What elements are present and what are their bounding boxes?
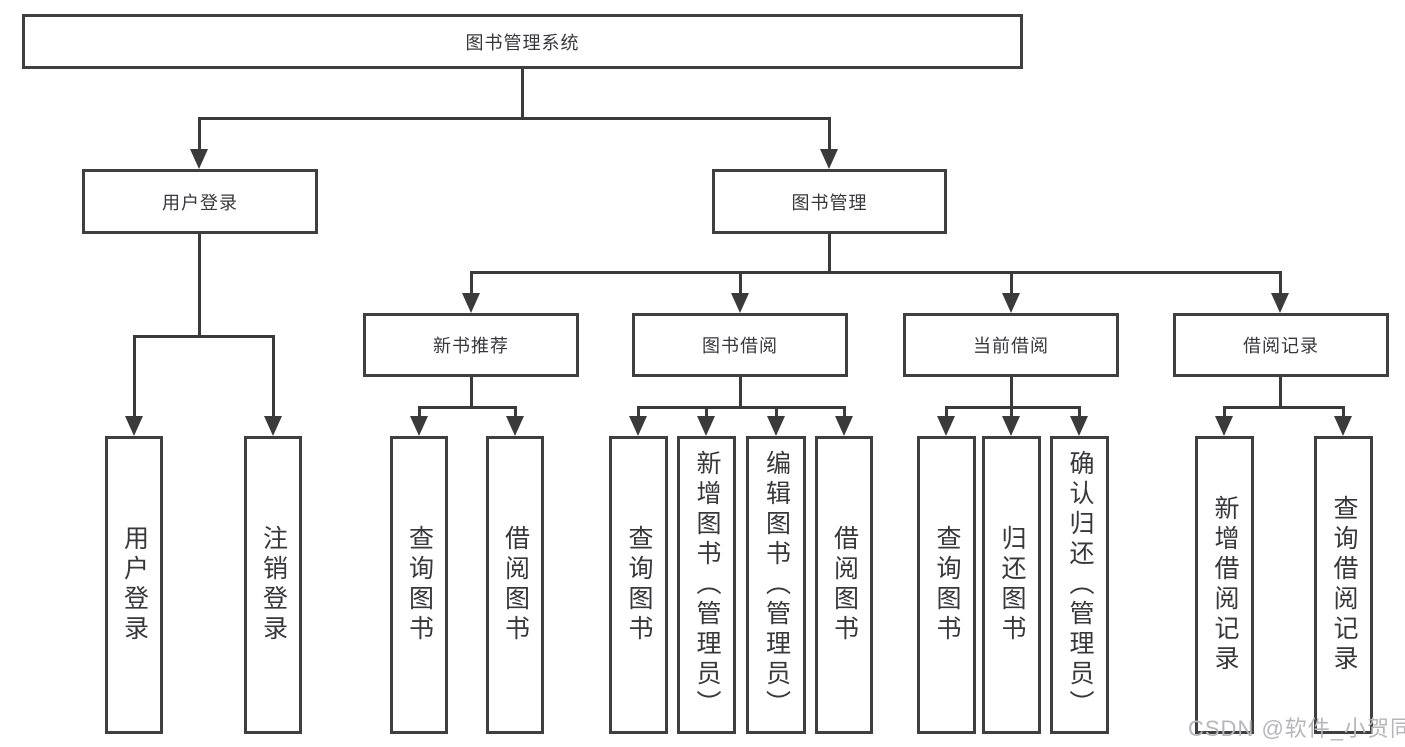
- arrowhead-down-icon: [820, 149, 838, 169]
- node-label: 图书管理: [791, 192, 868, 213]
- arrowhead-down-icon: [462, 293, 480, 313]
- node-label: 新书推荐: [433, 336, 509, 356]
- leaf-label: 查询图书: [625, 525, 653, 645]
- connector-line: [945, 406, 1081, 409]
- arrowhead-down-icon: [1334, 416, 1352, 436]
- connector-line: [514, 406, 517, 422]
- leaf-return-book: 归还图书: [982, 436, 1041, 734]
- connector-line: [198, 234, 201, 338]
- connector-line: [828, 117, 831, 155]
- leaf-label: 借阅图书: [830, 525, 859, 645]
- connector-line: [1010, 406, 1013, 422]
- leaf-label: 查询借阅记录: [1330, 495, 1358, 675]
- connector-line: [843, 406, 846, 422]
- connector-line: [705, 406, 708, 422]
- leaf-query-book-recommend: 查询图书: [390, 436, 448, 734]
- arrowhead-down-icon: [506, 416, 524, 436]
- leaf-label: 查询图书: [933, 525, 961, 645]
- connector-line: [1223, 406, 1226, 422]
- arrowhead-down-icon: [1070, 416, 1088, 436]
- node-borrowing-records: 借阅记录: [1173, 313, 1389, 377]
- leaf-query-borrow-record: 查询借阅记录: [1314, 436, 1373, 734]
- connector-line: [739, 271, 742, 299]
- arrowhead-down-icon: [1002, 416, 1020, 436]
- connector-line: [418, 406, 421, 422]
- connector-line: [637, 406, 846, 409]
- connector-line: [470, 377, 473, 409]
- leaf-label: 查询图书: [405, 525, 434, 645]
- arrowhead-down-icon: [835, 416, 853, 436]
- connector-line: [470, 271, 473, 299]
- node-library-management-system: 图书管理系统: [22, 14, 1023, 69]
- leaf-label: 确认归还（管理员）: [1066, 450, 1094, 720]
- leaf-logout: 注销登录: [244, 436, 302, 734]
- leaf-edit-book-admin: 编辑图书（管理员）: [746, 436, 806, 734]
- arrowhead-down-icon: [731, 293, 749, 313]
- leaf-add-book-admin: 新增图书（管理员）: [677, 436, 736, 734]
- leaf-label: 借阅图书: [501, 525, 530, 645]
- leaf-user-login: 用户登录: [105, 436, 163, 734]
- leaf-label: 编辑图书（管理员）: [762, 450, 791, 720]
- connector-line: [198, 117, 201, 155]
- connector-line: [1279, 271, 1282, 299]
- leaf-borrow-book: 借阅图书: [815, 436, 873, 734]
- connector-line: [1010, 377, 1013, 409]
- connector-line: [133, 335, 136, 422]
- arrowhead-down-icon: [937, 416, 955, 436]
- node-book-management: 图书管理: [712, 169, 947, 234]
- connector-line: [1078, 406, 1081, 422]
- leaf-label: 新增图书（管理员）: [693, 450, 721, 720]
- connector-line: [272, 335, 275, 422]
- arrowhead-down-icon: [629, 416, 647, 436]
- connector-line: [637, 406, 640, 422]
- connector-line: [418, 406, 517, 409]
- connector-line: [1223, 406, 1344, 409]
- connector-line: [828, 234, 831, 274]
- connector-line: [198, 117, 831, 120]
- arrowhead-down-icon: [264, 416, 282, 436]
- arrowhead-down-icon: [1215, 416, 1233, 436]
- node-current-borrowing: 当前借阅: [903, 313, 1119, 377]
- arrowhead-down-icon: [125, 416, 143, 436]
- connector-line: [470, 271, 1282, 274]
- arrowhead-down-icon: [190, 149, 208, 169]
- node-label: 图书借阅: [702, 336, 778, 356]
- leaf-label: 新增借阅记录: [1211, 495, 1239, 675]
- leaf-label: 用户登录: [120, 525, 149, 645]
- leaf-query-book-current: 查询图书: [917, 436, 976, 734]
- leaf-label: 归还图书: [998, 525, 1026, 645]
- connector-line: [739, 377, 742, 409]
- arrowhead-down-icon: [697, 416, 715, 436]
- leaf-confirm-return-admin: 确认归还（管理员）: [1050, 436, 1109, 734]
- leaf-add-borrow-record: 新增借阅记录: [1195, 436, 1254, 734]
- connector-line: [1010, 271, 1013, 299]
- connector-line: [775, 406, 778, 422]
- leaf-label: 注销登录: [259, 525, 288, 645]
- connector-line: [521, 69, 524, 118]
- connector-line: [1342, 406, 1345, 422]
- connector-line: [1279, 377, 1282, 409]
- node-label: 借阅记录: [1243, 336, 1319, 356]
- node-user-login: 用户登录: [82, 169, 318, 234]
- connector-line: [133, 335, 274, 338]
- node-label: 图书管理系统: [465, 32, 580, 53]
- arrowhead-down-icon: [767, 416, 785, 436]
- arrowhead-down-icon: [1002, 293, 1020, 313]
- node-label: 用户登录: [162, 192, 238, 213]
- connector-line: [945, 406, 948, 422]
- node-label: 当前借阅: [973, 336, 1049, 356]
- arrowhead-down-icon: [1271, 293, 1289, 313]
- leaf-query-book-borrowing: 查询图书: [609, 436, 668, 734]
- watermark: CSDN @软件_小贺同学: [1188, 716, 1405, 741]
- node-book-borrowing: 图书借阅: [632, 313, 848, 377]
- node-new-book-recommend: 新书推荐: [363, 313, 579, 377]
- arrowhead-down-icon: [410, 416, 428, 436]
- leaf-borrow-book-recommend: 借阅图书: [486, 436, 544, 734]
